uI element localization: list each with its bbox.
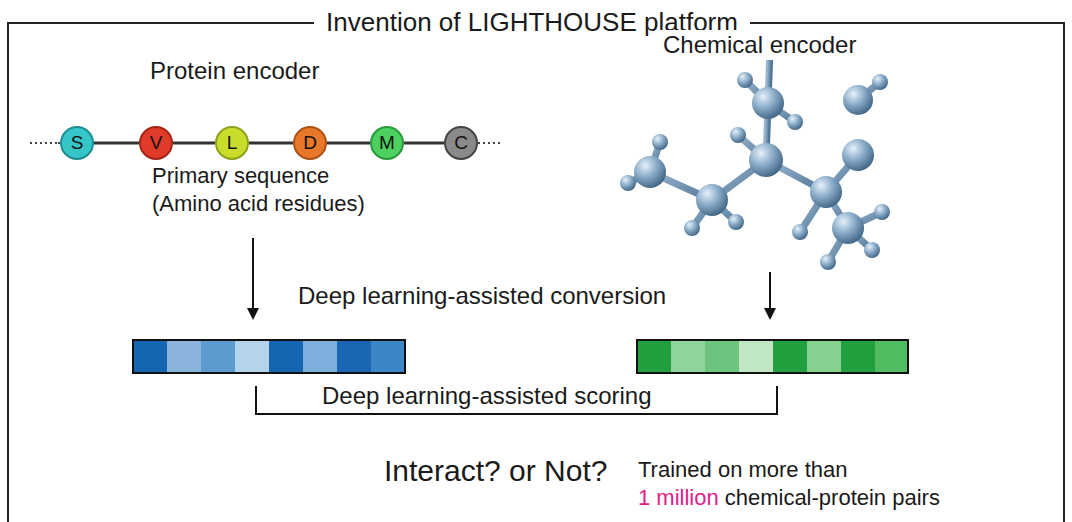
question-label: Interact? or Not? (384, 452, 607, 490)
platform-frame: Invention of LIGHTHOUSE platformSVLDMC (7, 22, 1065, 522)
chemical-vector (637, 340, 908, 373)
amino-acid-bead: S (60, 126, 94, 160)
residue-letter: C (454, 133, 468, 153)
molecule-atoms (620, 40, 890, 270)
amino-acid-bead: C (444, 126, 478, 160)
encoder-label: Chemical encoder (660, 30, 859, 60)
peptide-bond (249, 143, 293, 144)
residue-letter: L (227, 133, 238, 153)
amino-acid-bead: M (370, 126, 404, 160)
highlight-number: 1 million (638, 484, 719, 512)
note-text: chemical-protein pairs (725, 484, 940, 512)
peptide-bond (94, 143, 139, 144)
peptide-bond (173, 143, 215, 144)
chain-end (30, 142, 60, 144)
down-arrow (247, 238, 776, 320)
protein-vector (133, 340, 405, 373)
amino-acid-bead: D (293, 126, 327, 160)
amino-acid-bead: V (139, 126, 173, 160)
peptide-bond (404, 143, 444, 144)
step-label: Deep learning-assisted scoring (322, 381, 652, 411)
chain-end (478, 142, 500, 144)
residue-letter: S (71, 133, 84, 153)
sequence-caption: Primary sequence (Amino acid residues) (152, 162, 384, 217)
residue-letter: M (379, 133, 395, 153)
note-text: Trained on more than (638, 456, 848, 484)
molecule-bonds (628, 48, 882, 262)
encoder-label: Protein encoder (150, 56, 319, 86)
residue-letter: V (150, 133, 163, 153)
amino-acid-bead: L (215, 126, 249, 160)
peptide-bond (327, 143, 370, 144)
step-label: Deep learning-assisted conversion (298, 281, 666, 311)
residue-letter: D (303, 133, 317, 153)
